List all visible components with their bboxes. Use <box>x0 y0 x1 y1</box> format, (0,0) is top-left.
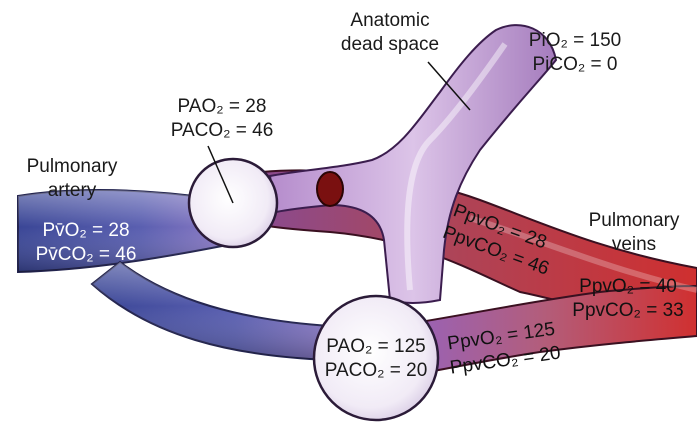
label-pulmonary-artery-line2: artery <box>48 180 97 201</box>
leader-dead-space <box>427 61 471 111</box>
vein-mixed-co2: PpvCO₂ = 33 <box>572 300 683 321</box>
vein-mixed-o2: PpvO₂ = 40 <box>579 276 677 297</box>
label-pulmonary-veins-line2: veins <box>612 234 656 255</box>
alveolus-upper-co2: PACO₂ = 46 <box>171 120 274 141</box>
airway-obstruction <box>316 171 344 207</box>
pulmonary-artery-vessel <box>17 189 331 362</box>
inspired-o2: PiO₂ = 150 <box>529 30 621 51</box>
alveolus-lower-co2: PACO₂ = 20 <box>325 360 428 381</box>
label-pulmonary-veins-line1: Pulmonary <box>589 210 680 231</box>
label-pulmonary-artery-line1: Pulmonary <box>27 156 118 177</box>
alveolus-lower <box>312 294 440 422</box>
label-anatomic-dead-space-line1: Anatomic <box>350 10 429 31</box>
alveolus-lower-o2: PAO₂ = 125 <box>326 336 425 357</box>
leader-upper-alveolus <box>207 145 234 204</box>
label-anatomic-dead-space-line2: dead space <box>341 34 439 55</box>
artery-co2: Pv̄CO₂ = 46 <box>36 244 137 265</box>
artery-o2: Pv̄O₂ = 28 <box>42 220 129 241</box>
airway <box>268 24 558 304</box>
inspired-co2: PiCO₂ = 0 <box>533 54 618 75</box>
alveolus-upper-o2: PAO₂ = 28 <box>178 96 267 117</box>
